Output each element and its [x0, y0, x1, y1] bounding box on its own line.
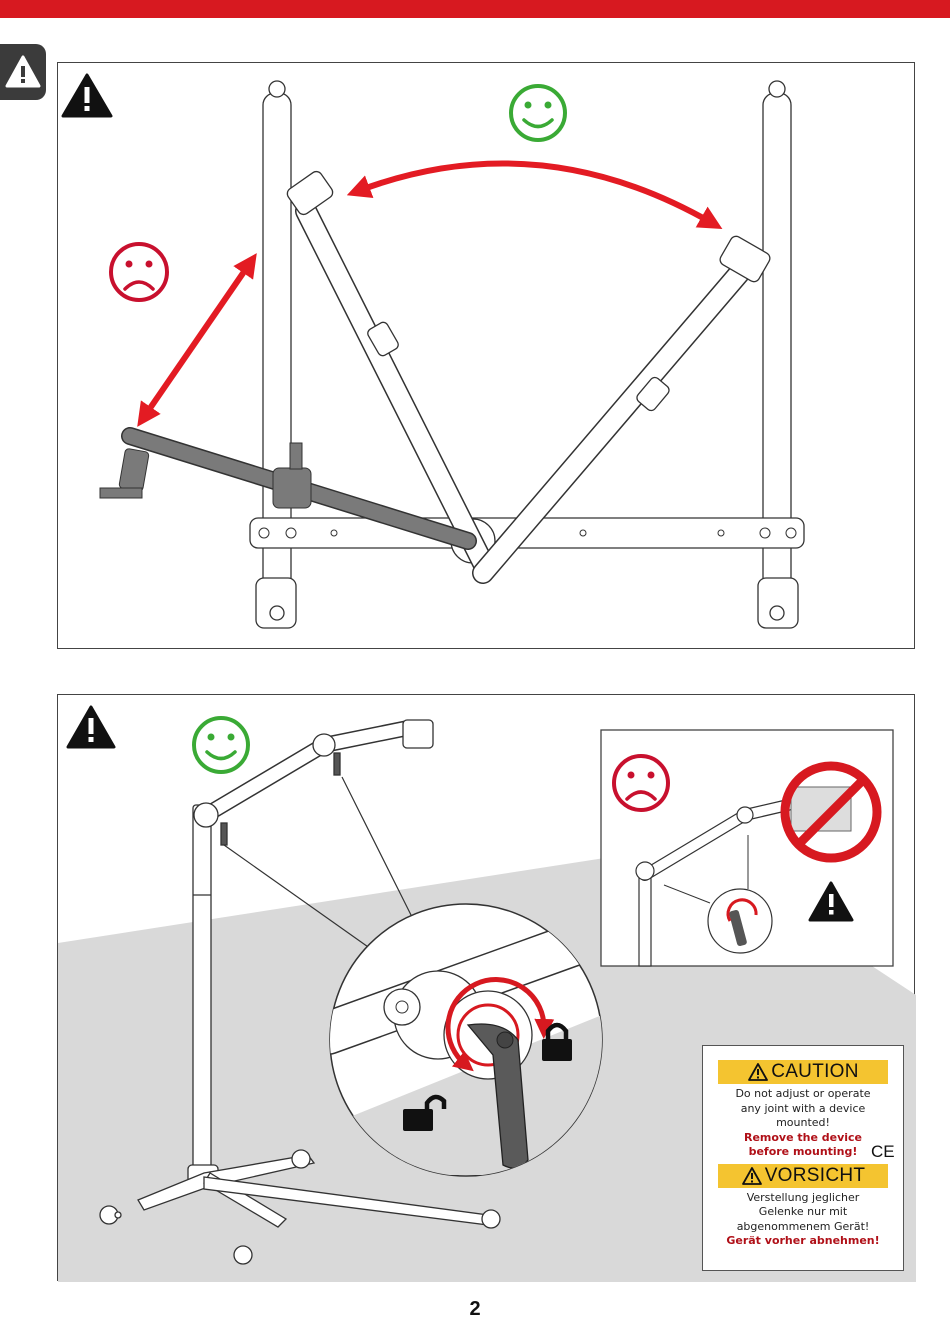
smiley-happy-icon: [509, 84, 567, 142]
frame-upright-right: [757, 80, 799, 629]
joint-magnifier: [329, 903, 603, 1177]
smiley-sad-icon: [612, 754, 670, 812]
warning-icon: [741, 1166, 762, 1185]
rotation-arrow: [445, 977, 555, 1072]
allowed-range-arrow: [346, 160, 723, 229]
caution-title: CAUTION: [771, 1061, 859, 1082]
caution-text-line: any joint with a device: [740, 1101, 866, 1115]
header-bar: [0, 0, 950, 18]
vorsicht-warning-line: Gerät vorher abnehmen!: [726, 1234, 880, 1247]
vorsicht-body: Verstellung jeglicher Gelenke nur mit ab…: [718, 1188, 888, 1251]
vorsicht-text-line: Gelenke nur mit: [758, 1205, 848, 1218]
warning-icon: [808, 881, 854, 922]
mobile-stand: [99, 719, 501, 1265]
stand-illustration: [58, 705, 916, 1282]
vorsicht-text-line: Verstellung jeglicher: [746, 1190, 860, 1204]
callout-line: [223, 844, 372, 950]
caution-body: Do not adjust or operate any joint with …: [718, 1084, 888, 1162]
panel-joint-adjustment: [57, 694, 916, 1282]
caution-text-line: mounted!: [776, 1116, 830, 1129]
warning-icon: [748, 1063, 769, 1081]
caution-sticker: CAUTION Do not adjust or operate any joi…: [702, 1045, 904, 1271]
panel-arm-rotation-limits: [57, 62, 915, 649]
ce-mark-icon: CE: [871, 1142, 895, 1161]
page-number: 2: [469, 1298, 481, 1320]
unlock-icon: [403, 1094, 447, 1131]
caution-text-line: Do not adjust or operate: [735, 1087, 871, 1100]
arm-upper-right: [472, 235, 771, 584]
vorsicht-text-line: abgenommenem Gerät!: [736, 1219, 870, 1233]
warning-icon: [66, 705, 116, 749]
callout-line: [341, 776, 415, 922]
vorsicht-title: VORSICHT: [764, 1164, 866, 1186]
frame-illustration: [61, 73, 805, 629]
lock-icon: [542, 1022, 572, 1061]
smiley-sad-icon: [109, 242, 169, 302]
warning-icon: [61, 73, 113, 118]
arm-lowered-gray: [99, 427, 477, 550]
caution-warning-line: Remove the device: [743, 1130, 863, 1144]
vorsicht-header: VORSICHT: [718, 1163, 888, 1188]
caution-warning-line: before mounting!: [748, 1145, 858, 1158]
inset-wrong-usage: [600, 729, 894, 967]
caution-header: CAUTION: [718, 1060, 888, 1084]
warning-tab: [0, 44, 46, 100]
smiley-happy-icon: [192, 716, 250, 774]
prohibited-icon: [780, 761, 882, 863]
arm-upper-left: [286, 170, 494, 574]
forbidden-range-arrow: [137, 253, 257, 427]
warning-icon: [5, 55, 41, 88]
